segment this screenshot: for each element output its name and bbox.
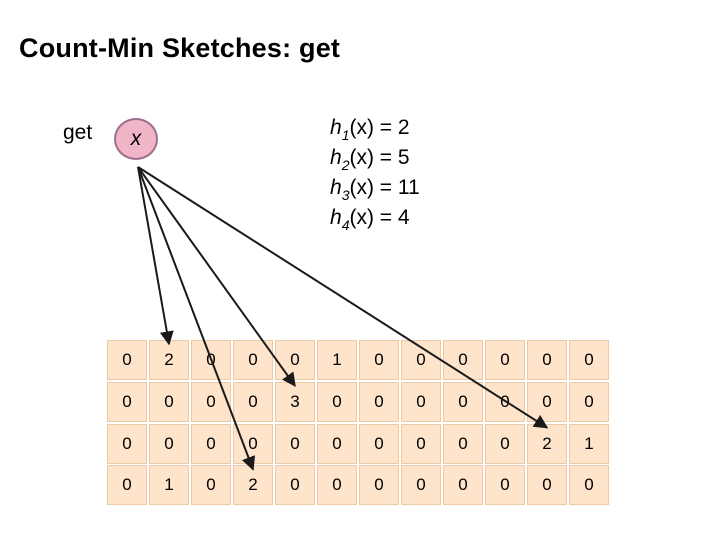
sketch-cell-r1-c9: 0 bbox=[443, 340, 483, 380]
sketch-cell-r2-c10: 0 bbox=[485, 381, 525, 422]
input-node-x: x bbox=[114, 118, 158, 160]
sketch-cell-r1-c6: 1 bbox=[317, 340, 357, 380]
sketch-cell-r2-c11: 0 bbox=[527, 381, 567, 422]
sketch-cell-r2-c5: 3 bbox=[275, 381, 315, 422]
sketch-cell-r4-c12: 0 bbox=[569, 465, 609, 506]
sketch-cell-r4-c6: 0 bbox=[317, 465, 357, 506]
page-title: Count-Min Sketches: get bbox=[19, 33, 341, 63]
sketch-cell-r3-c8: 0 bbox=[401, 423, 441, 464]
sketch-cell-r3-c9: 0 bbox=[443, 423, 483, 464]
sketch-cell-r4-c7: 0 bbox=[359, 465, 399, 506]
sketch-cell-r1-c12: 0 bbox=[569, 340, 609, 380]
sketch-cell-r2-c8: 0 bbox=[401, 381, 441, 422]
sketch-cell-r2-c4: 0 bbox=[233, 381, 273, 422]
arrow-to-row-1 bbox=[137, 166, 174, 346]
sketch-cell-r4-c4: 2 bbox=[233, 465, 273, 506]
sketch-cell-r1-c4: 0 bbox=[233, 340, 273, 380]
sketch-cell-r2-c7: 0 bbox=[359, 381, 399, 422]
sketch-cell-r3-c3: 0 bbox=[191, 423, 231, 464]
sketch-cell-r1-c1: 0 bbox=[107, 340, 147, 380]
sketch-cell-r4-c11: 0 bbox=[527, 465, 567, 506]
get-label: get bbox=[63, 121, 93, 144]
sketch-cell-r3-c1: 0 bbox=[107, 423, 147, 464]
sketch-cell-r1-c7: 0 bbox=[359, 340, 399, 380]
hash-function-1: h1(x) = 2 bbox=[330, 116, 410, 143]
hash-function-4: h4(x) = 4 bbox=[330, 206, 410, 233]
sketch-cell-r3-c4: 0 bbox=[233, 423, 273, 464]
sketch-cell-r4-c2: 1 bbox=[149, 465, 189, 506]
sketch-cell-r4-c3: 0 bbox=[191, 465, 231, 506]
sketch-cell-r4-c1: 0 bbox=[107, 465, 147, 506]
sketch-cell-r1-c5: 0 bbox=[275, 340, 315, 380]
sketch-cell-r3-c2: 0 bbox=[149, 423, 189, 464]
sketch-cell-r1-c10: 0 bbox=[485, 340, 525, 380]
sketch-cell-r2-c2: 0 bbox=[149, 381, 189, 422]
sketch-cell-r4-c8: 0 bbox=[401, 465, 441, 506]
input-node-label: x bbox=[130, 127, 142, 150]
sketch-cell-r4-c9: 0 bbox=[443, 465, 483, 506]
sketch-cell-r1-c11: 0 bbox=[527, 340, 567, 380]
sketch-cell-r3-c7: 0 bbox=[359, 423, 399, 464]
sketch-cell-r1-c3: 0 bbox=[191, 340, 231, 380]
hash-function-3: h3(x) = 11 bbox=[330, 176, 420, 203]
sketch-cell-r2-c1: 0 bbox=[107, 381, 147, 422]
sketch-cell-r1-c8: 0 bbox=[401, 340, 441, 380]
sketch-cell-r1-c2: 2 bbox=[149, 340, 189, 380]
sketch-cell-r2-c6: 0 bbox=[317, 381, 357, 422]
sketch-cell-r2-c9: 0 bbox=[443, 381, 483, 422]
sketch-cell-r3-c12: 1 bbox=[569, 423, 609, 464]
sketch-cell-r2-c3: 0 bbox=[191, 381, 231, 422]
sketch-cell-r4-c5: 0 bbox=[275, 465, 315, 506]
sketch-cell-r3-c6: 0 bbox=[317, 423, 357, 464]
hash-function-2: h2(x) = 5 bbox=[330, 146, 410, 173]
sketch-cell-r2-c12: 0 bbox=[569, 381, 609, 422]
sketch-cell-r4-c10: 0 bbox=[485, 465, 525, 506]
sketch-cell-r3-c5: 0 bbox=[275, 423, 315, 464]
sketch-cell-r3-c11: 2 bbox=[527, 423, 567, 464]
sketch-cell-r3-c10: 0 bbox=[485, 423, 525, 464]
